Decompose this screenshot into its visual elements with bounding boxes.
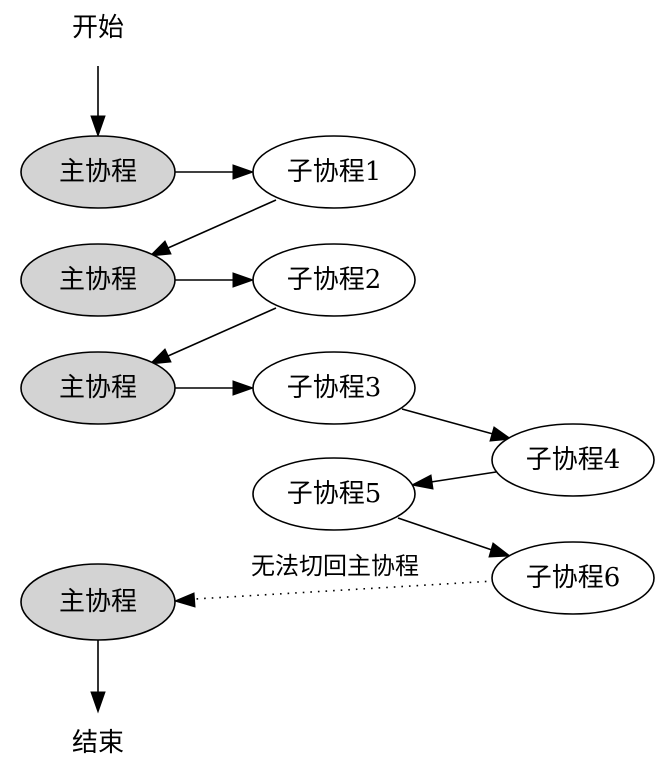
node-sub-3: 子协程3: [252, 351, 416, 425]
edge-main3-sub3: [175, 380, 255, 396]
node-main-3-label: 主协程: [59, 373, 137, 403]
edge-sub5-sub6: [397, 517, 512, 558]
edges: 无法切回主协程: [90, 66, 513, 714]
node-sub-4-label: 子协程4: [526, 445, 621, 475]
node-sub-1: 子协程1: [252, 135, 416, 209]
node-sub-2-label: 子协程2: [287, 265, 382, 295]
end-label: 结束: [72, 728, 124, 758]
node-sub-6: 子协程6: [491, 541, 655, 615]
node-main-2-label: 主协程: [59, 265, 137, 295]
nodes: 开始 主协程 子协程1 主协程 子协程2 主协程 子协程3 子协程4: [20, 13, 655, 758]
edge-main4-end: [90, 640, 106, 714]
node-sub-5: 子协程5: [252, 457, 416, 531]
node-main-4: 主协程: [20, 563, 176, 641]
node-sub-2: 子协程2: [252, 243, 416, 317]
node-main-4-label: 主协程: [59, 587, 137, 617]
node-sub-6-label: 子协程6: [526, 563, 621, 593]
node-main-2: 主协程: [20, 243, 176, 317]
edge-main2-sub2: [175, 272, 255, 288]
node-sub-5-label: 子协程5: [287, 479, 382, 509]
start-label: 开始: [72, 13, 124, 43]
edge-sub2-main3: [148, 307, 277, 365]
edge-sub4-sub5: [410, 471, 497, 490]
edge-label-cannot-return: 无法切回主协程: [251, 552, 419, 580]
edge-main1-sub1: [175, 164, 255, 180]
node-main-1-label: 主协程: [59, 157, 137, 187]
node-sub-4: 子协程4: [491, 423, 655, 497]
edge-sub6-main4: 无法切回主协程: [173, 552, 495, 608]
node-sub-1-label: 子协程1: [287, 157, 382, 187]
edge-sub1-main2: [148, 199, 277, 257]
edge-sub3-sub4: [401, 408, 513, 442]
node-main-3: 主协程: [20, 351, 176, 425]
edge-start-main1: [90, 66, 106, 138]
node-sub-3-label: 子协程3: [287, 373, 382, 403]
node-main-1: 主协程: [20, 135, 176, 209]
